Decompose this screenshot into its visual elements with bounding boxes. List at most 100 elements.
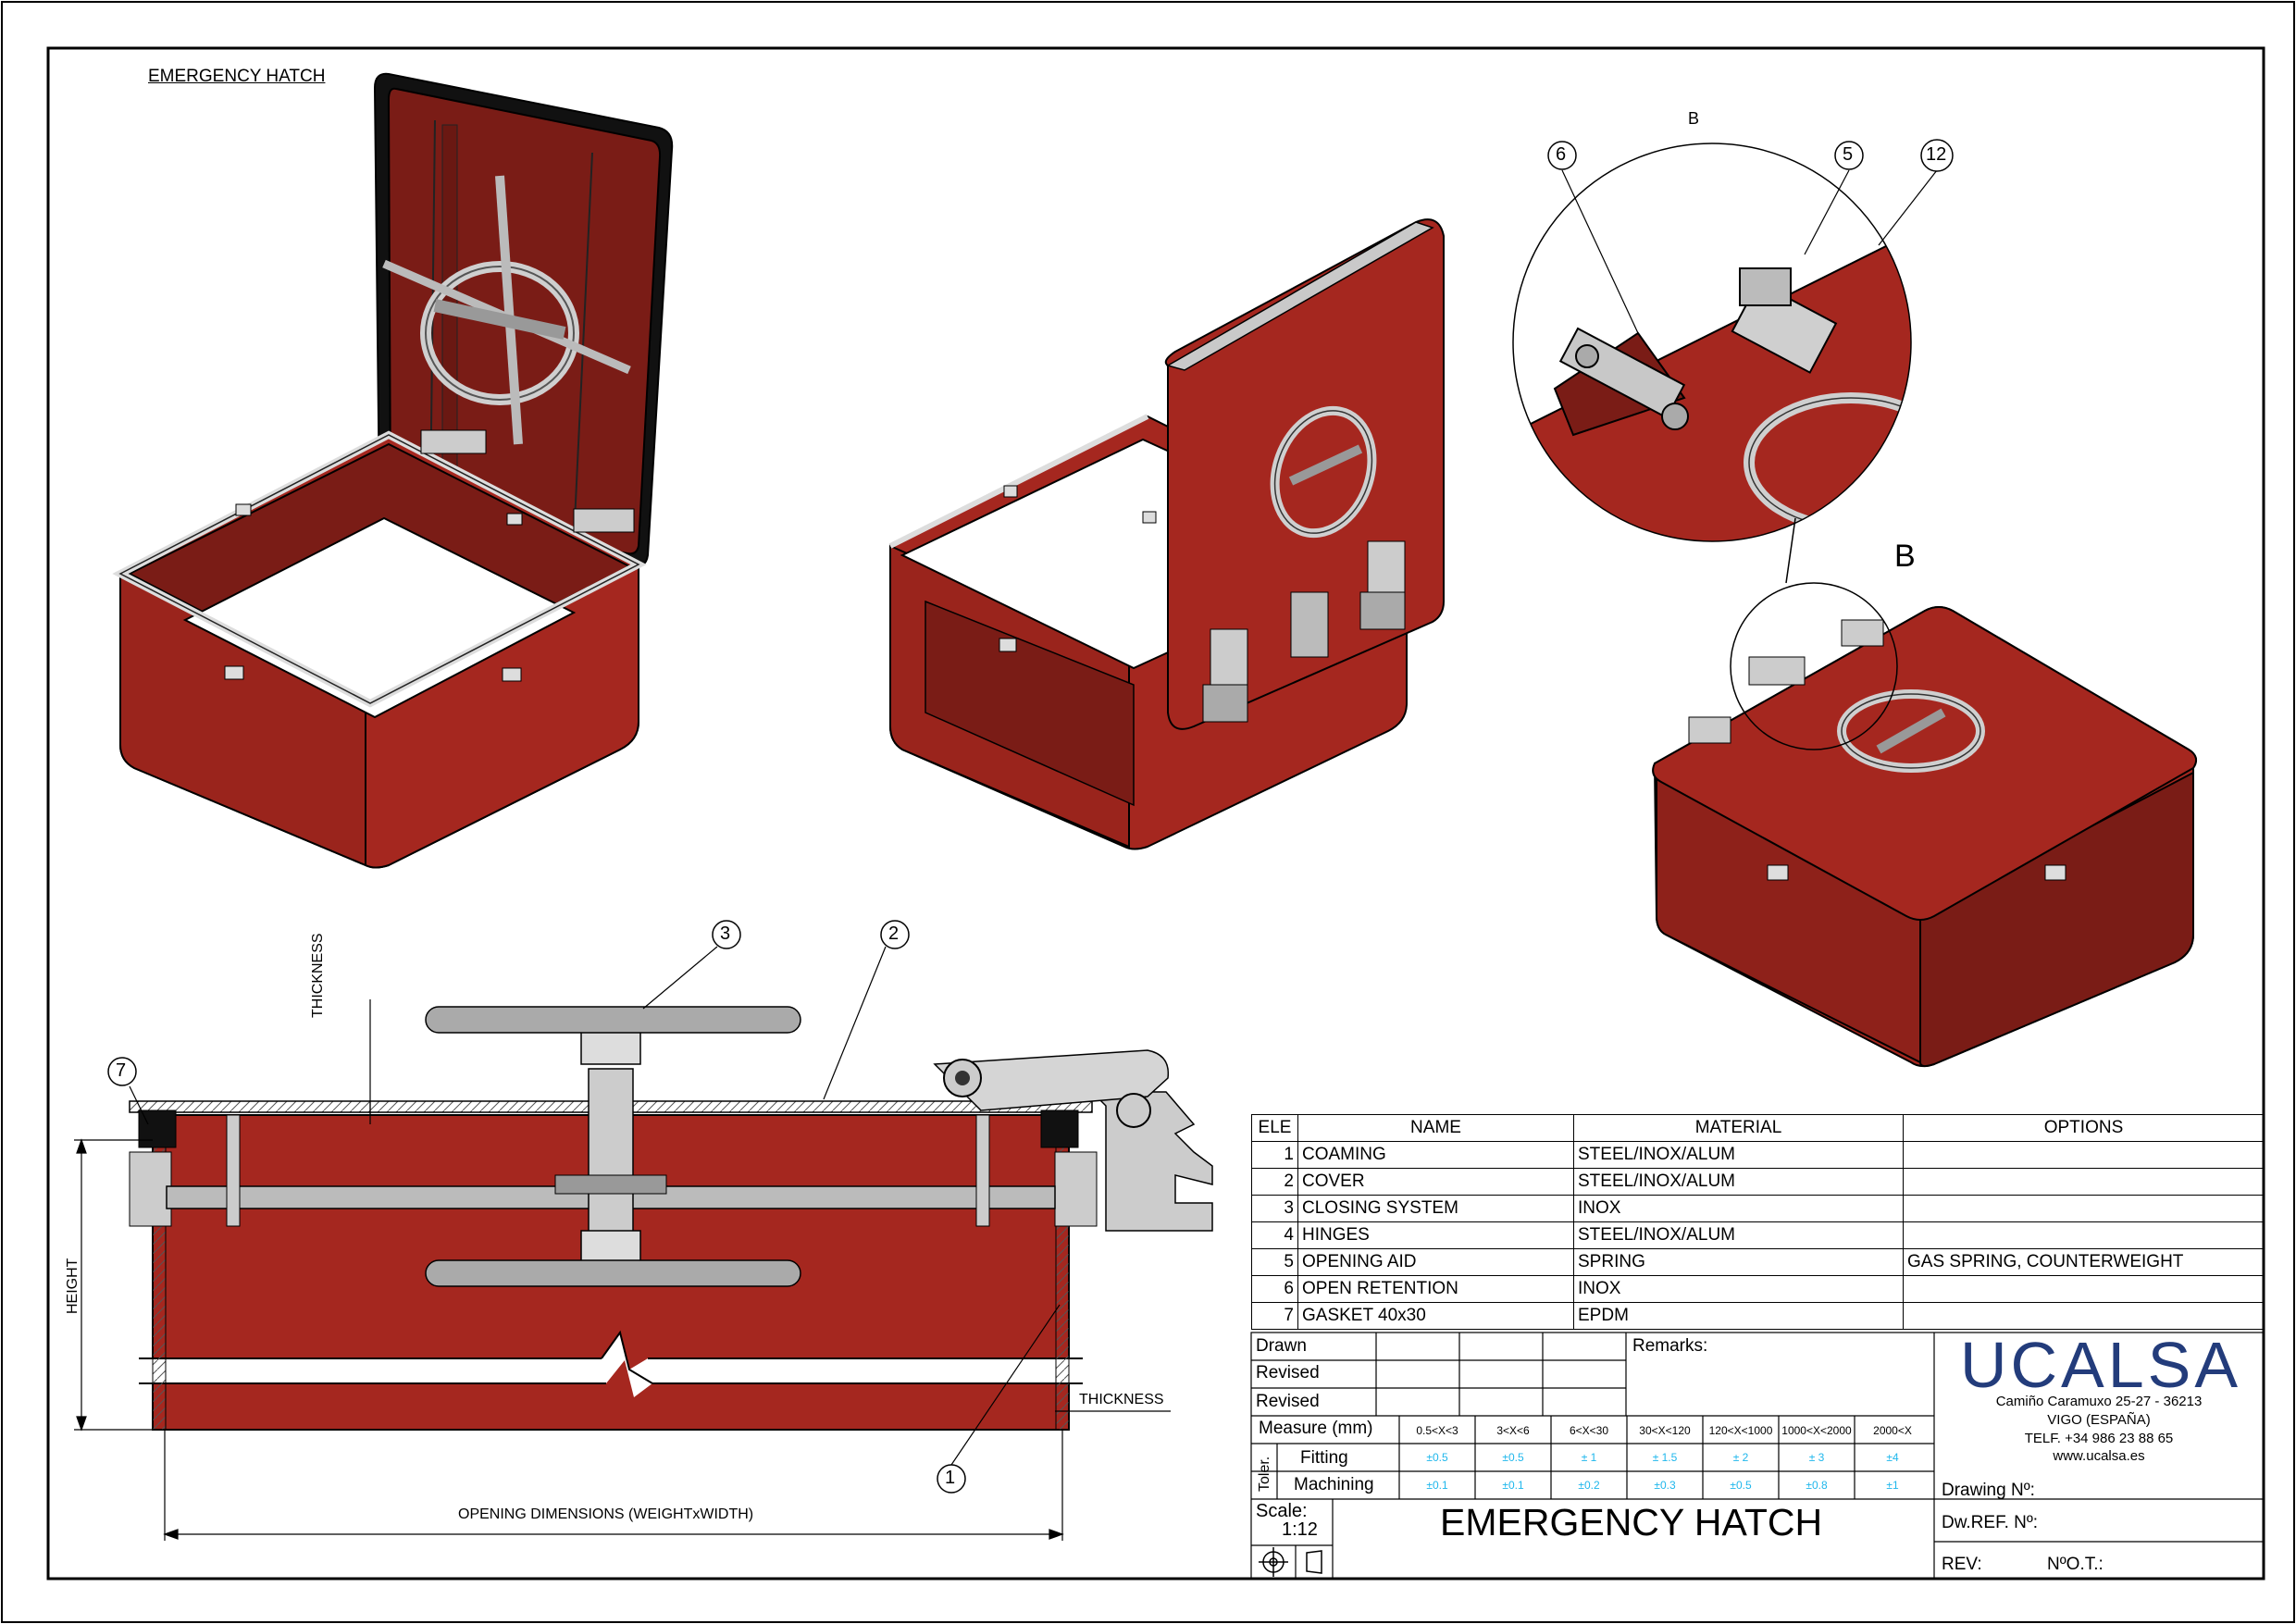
bom-material: EPDM: [1573, 1302, 1904, 1330]
range-5: 120<X<1000: [1708, 1424, 1773, 1437]
dim-thickness-top: THICKNESS: [310, 933, 326, 1018]
inner-border: [46, 46, 2265, 1581]
balloon-7: 7: [116, 1060, 127, 1081]
tb-drawn: Drawn: [1256, 1336, 1307, 1356]
tb-scale-label: Scale:: [1256, 1501, 1308, 1521]
bom-options: [1903, 1168, 2265, 1196]
tb-revised-2: Revised: [1256, 1392, 1320, 1411]
tb-ot: NºO.T.:: [2047, 1555, 2104, 1574]
bom-ele: 7: [1251, 1302, 1298, 1330]
bom-header-ele: ELE: [1251, 1114, 1298, 1142]
dimension-lines: [74, 999, 1171, 1541]
machining-tol-6: ±0.8: [1806, 1479, 1828, 1492]
range-2: 3<X<6: [1496, 1424, 1530, 1437]
bom-name: OPEN RETENTION: [1297, 1275, 1574, 1303]
balloons: [107, 139, 1954, 1494]
fitting-tol-2: ±0.5: [1502, 1451, 1524, 1464]
bom-header-options: OPTIONS: [1903, 1114, 2265, 1142]
fitting-tol-1: ±0.5: [1426, 1451, 1448, 1464]
machining-tol-5: ±0.5: [1730, 1479, 1752, 1492]
bom-material: STEEL/INOX/ALUM: [1573, 1221, 1904, 1249]
tb-measure: Measure (mm): [1259, 1419, 1373, 1438]
range-1: 0.5<X<3: [1416, 1424, 1458, 1437]
company-logo: UCALSA: [1959, 1329, 2242, 1401]
range-4: 30<X<120: [1639, 1424, 1691, 1437]
view-open-hatch-center: [888, 218, 1445, 850]
bom-header-material: MATERIAL: [1573, 1114, 1904, 1142]
bom-material: INOX: [1573, 1195, 1904, 1222]
bom-options: [1903, 1141, 2265, 1169]
bom-name: HINGES: [1297, 1221, 1574, 1249]
tb-dw-ref: Dw.REF. Nº:: [1942, 1513, 2039, 1532]
bom-material: STEEL/INOX/ALUM: [1573, 1168, 1904, 1196]
bom-header: ELE NAME MATERIAL OPTIONS: [1251, 1114, 2265, 1142]
bom-options: GAS SPRING, COUNTERWEIGHT: [1903, 1248, 2265, 1276]
bom-ele: 1: [1251, 1141, 1298, 1169]
fitting-tol-7: ±4: [1886, 1451, 1899, 1464]
range-7: 2000<X: [1873, 1424, 1912, 1437]
range-3: 6<X<30: [1569, 1424, 1609, 1437]
balloon-6: 6: [1556, 144, 1567, 165]
bom-ele: 3: [1251, 1195, 1298, 1222]
dim-height: HEIGHT: [65, 1258, 81, 1314]
tb-fitting: Fitting: [1300, 1448, 1348, 1468]
tb-remarks: Remarks:: [1632, 1336, 1708, 1356]
detail-label-small: B: [1688, 109, 1700, 128]
tb-title: EMERGENCY HATCH: [1440, 1501, 1823, 1543]
bom-name: COAMING: [1297, 1141, 1574, 1169]
company-address: Camiño Caramuxo 25-27 - 36213: [1995, 1394, 2203, 1409]
bom-options: [1903, 1275, 2265, 1303]
balloon-1: 1: [945, 1468, 956, 1488]
range-6: 1000<X<2000: [1781, 1424, 1852, 1437]
company-phone: TELF. +34 986 23 88 65: [2024, 1431, 2174, 1446]
bom-material: STEEL/INOX/ALUM: [1573, 1141, 1904, 1169]
bom-ele: 5: [1251, 1248, 1298, 1276]
bom-options: [1903, 1195, 2265, 1222]
detail-b: [1512, 143, 1912, 584]
bom-ele: 6: [1251, 1275, 1298, 1303]
bom-material: INOX: [1573, 1275, 1904, 1303]
bom-ele: 4: [1251, 1221, 1298, 1249]
bom-options: [1903, 1221, 2265, 1249]
fitting-tol-4: ± 1.5: [1652, 1451, 1678, 1464]
fitting-tol-3: ± 1: [1581, 1451, 1597, 1464]
bom-header-name: NAME: [1297, 1114, 1574, 1142]
company-web: www.ucalsa.es: [2053, 1448, 2145, 1464]
machining-tol-1: ±0.1: [1426, 1479, 1448, 1492]
dim-opening: OPENING DIMENSIONS (WEIGHTxWIDTH): [458, 1506, 754, 1522]
machining-tol-2: ±0.1: [1502, 1479, 1524, 1492]
view-open-hatch-top: [112, 72, 674, 869]
section-view: [129, 1006, 1213, 1431]
balloon-leaders: [129, 169, 1938, 1466]
tb-drawing-no: Drawing Nº:: [1942, 1481, 2035, 1500]
tb-scale-value: 1:12: [1282, 1519, 1318, 1540]
machining-tol-7: ±1: [1886, 1479, 1899, 1492]
balloon-12: 12: [1926, 144, 1947, 165]
sheet-title: EMERGENCY HATCH: [148, 67, 326, 86]
bom-name: CLOSING SYSTEM: [1297, 1195, 1574, 1222]
bom-ele: 2: [1251, 1168, 1298, 1196]
balloon-2: 2: [888, 924, 900, 944]
bom-options: [1903, 1302, 2265, 1330]
projection-symbol: [1259, 1547, 1322, 1577]
bom-name: COVER: [1297, 1168, 1574, 1196]
dim-thickness-right: THICKNESS: [1079, 1392, 1164, 1407]
bom-name: GASKET 40x30: [1297, 1302, 1574, 1330]
fitting-tol-5: ± 2: [1732, 1451, 1749, 1464]
tb-toler: Toler.: [1257, 1456, 1272, 1492]
bom-name: OPENING AID: [1297, 1248, 1574, 1276]
machining-tol-3: ±0.2: [1578, 1479, 1600, 1492]
detail-label: B: [1894, 539, 1916, 574]
view-closed-hatch: [1652, 582, 2198, 1068]
